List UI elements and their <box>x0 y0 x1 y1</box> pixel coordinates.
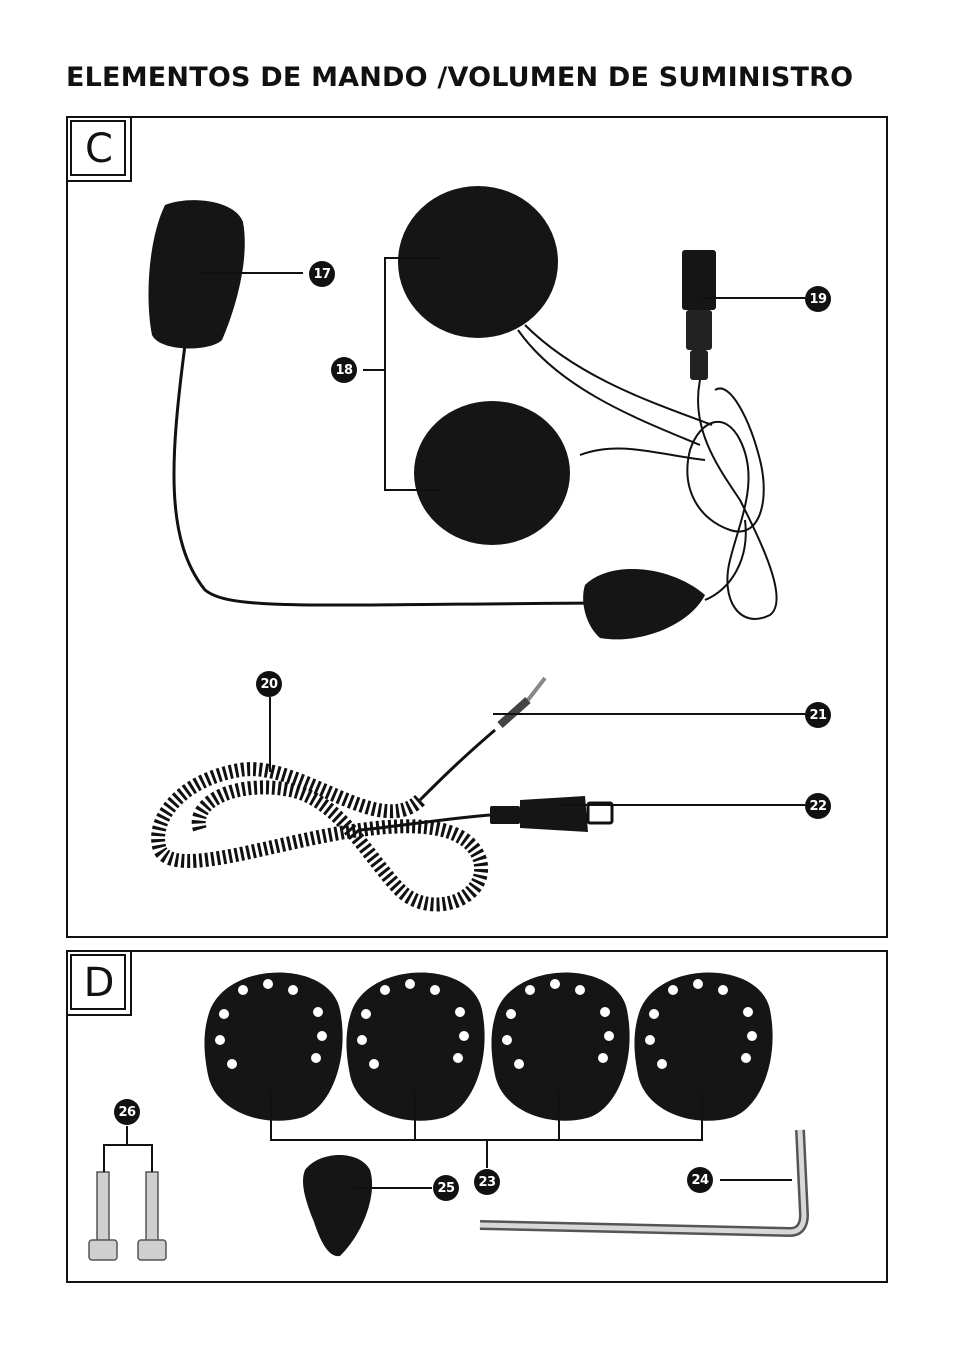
callout-19: 19 <box>805 286 831 312</box>
callout-23: 23 <box>474 1169 500 1195</box>
section-c-label: C <box>66 116 132 182</box>
callout-24: 24 <box>687 1167 713 1193</box>
section-c-panel: C <box>66 116 888 938</box>
callout-26: 26 <box>114 1099 140 1125</box>
callout-17: 17 <box>309 261 335 287</box>
section-d-label: D <box>66 950 132 1016</box>
callout-18: 18 <box>331 357 357 383</box>
callout-22: 22 <box>805 793 831 819</box>
callout-25: 25 <box>433 1175 459 1201</box>
page-title: ELEMENTOS DE MANDO /VOLUMEN DE SUMINISTR… <box>66 62 854 93</box>
section-d-panel: D <box>66 950 888 1283</box>
callout-21: 21 <box>805 702 831 728</box>
callout-20: 20 <box>256 671 282 697</box>
